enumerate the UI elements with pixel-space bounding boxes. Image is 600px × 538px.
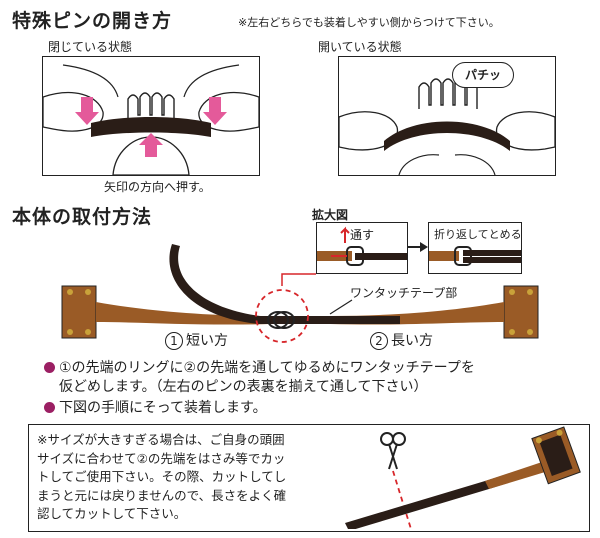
closed-state-illustration xyxy=(42,56,260,176)
zoom-label: 拡大図 xyxy=(312,208,349,222)
tape-label: ワンタッチテープ部 xyxy=(350,286,458,300)
fold-label: 折り返してとめる xyxy=(434,228,522,241)
scissors-icon xyxy=(380,432,406,470)
next-step-arrow xyxy=(408,242,428,252)
bullet-icon xyxy=(44,362,55,373)
long-side-text: 長い方 xyxy=(391,333,433,349)
closed-state-label: 閉じている状態 xyxy=(48,40,133,54)
size-note-line: サイズに合わせて②の先端をはさみ等でカッ xyxy=(37,450,286,466)
section1-title: 特殊ピンの開き方 xyxy=(12,10,173,32)
size-note-text: ※サイズが大きすぎる場合は、ご自身の頭囲 サイズに合わせて②の先端をはさみ等でカ… xyxy=(37,431,286,524)
zoom-fold-drawing xyxy=(429,246,521,266)
section2-title: 本体の取付方法 xyxy=(12,206,153,228)
instruction-item-1-line2: 仮どめします。（左右のピンの表裏を揃えて通して下さい） xyxy=(59,379,428,395)
size-note-line: トしてご使用下さい。その際、カットしてし xyxy=(37,469,287,484)
zoom-fold-box xyxy=(428,222,522,274)
press-caption: 矢印の方向へ押す。 xyxy=(104,180,211,194)
zoom-thread-box xyxy=(316,222,408,274)
instruction-item-1-line1: ①の先端のリングに②の先端を通してゆるめにワンタッチテープを xyxy=(59,360,475,376)
band-assembly-drawing xyxy=(61,244,539,343)
size-note-line: 認してカットして下さい。 xyxy=(37,506,187,521)
short-side-number: 1 xyxy=(165,332,183,350)
snap-sound-bubble: パチッ xyxy=(452,62,514,88)
size-note-line: ※サイズが大きすぎる場合は、ご自身の頭囲 xyxy=(37,432,285,447)
size-note-box: ※サイズが大きすぎる場合は、ご自身の頭囲 サイズに合わせて②の先端をはさみ等でカ… xyxy=(28,424,590,532)
long-side-number: 2 xyxy=(370,332,388,350)
bullet-icon xyxy=(44,402,55,413)
closed-pin-drawing xyxy=(42,64,260,176)
zoom-thread-drawing xyxy=(317,226,407,266)
snap-sound-label: パチッ xyxy=(464,68,501,82)
short-side-text: 短い方 xyxy=(186,333,228,349)
size-note-line: まうと元には戻りませんので、長さをよく確 xyxy=(37,487,287,503)
cut-illustration xyxy=(345,426,581,529)
instruction-item-2-text: 下図の手順にそって装着します。 xyxy=(59,400,267,416)
thread-label: 通す xyxy=(350,228,375,242)
open-pin-drawing xyxy=(338,78,556,176)
section1-note: ※左右どちらでも装着しやすい側からつけて下さい。 xyxy=(238,16,500,29)
instruction-item-2: 下図の手順にそって装着します。 xyxy=(44,399,267,418)
open-state-label: 開いている状態 xyxy=(318,40,402,54)
instruction-item-1: ①の先端のリングに②の先端を通してゆるめにワンタッチテープを 仮どめします。（左… xyxy=(44,359,584,397)
open-state-illustration xyxy=(338,56,556,176)
